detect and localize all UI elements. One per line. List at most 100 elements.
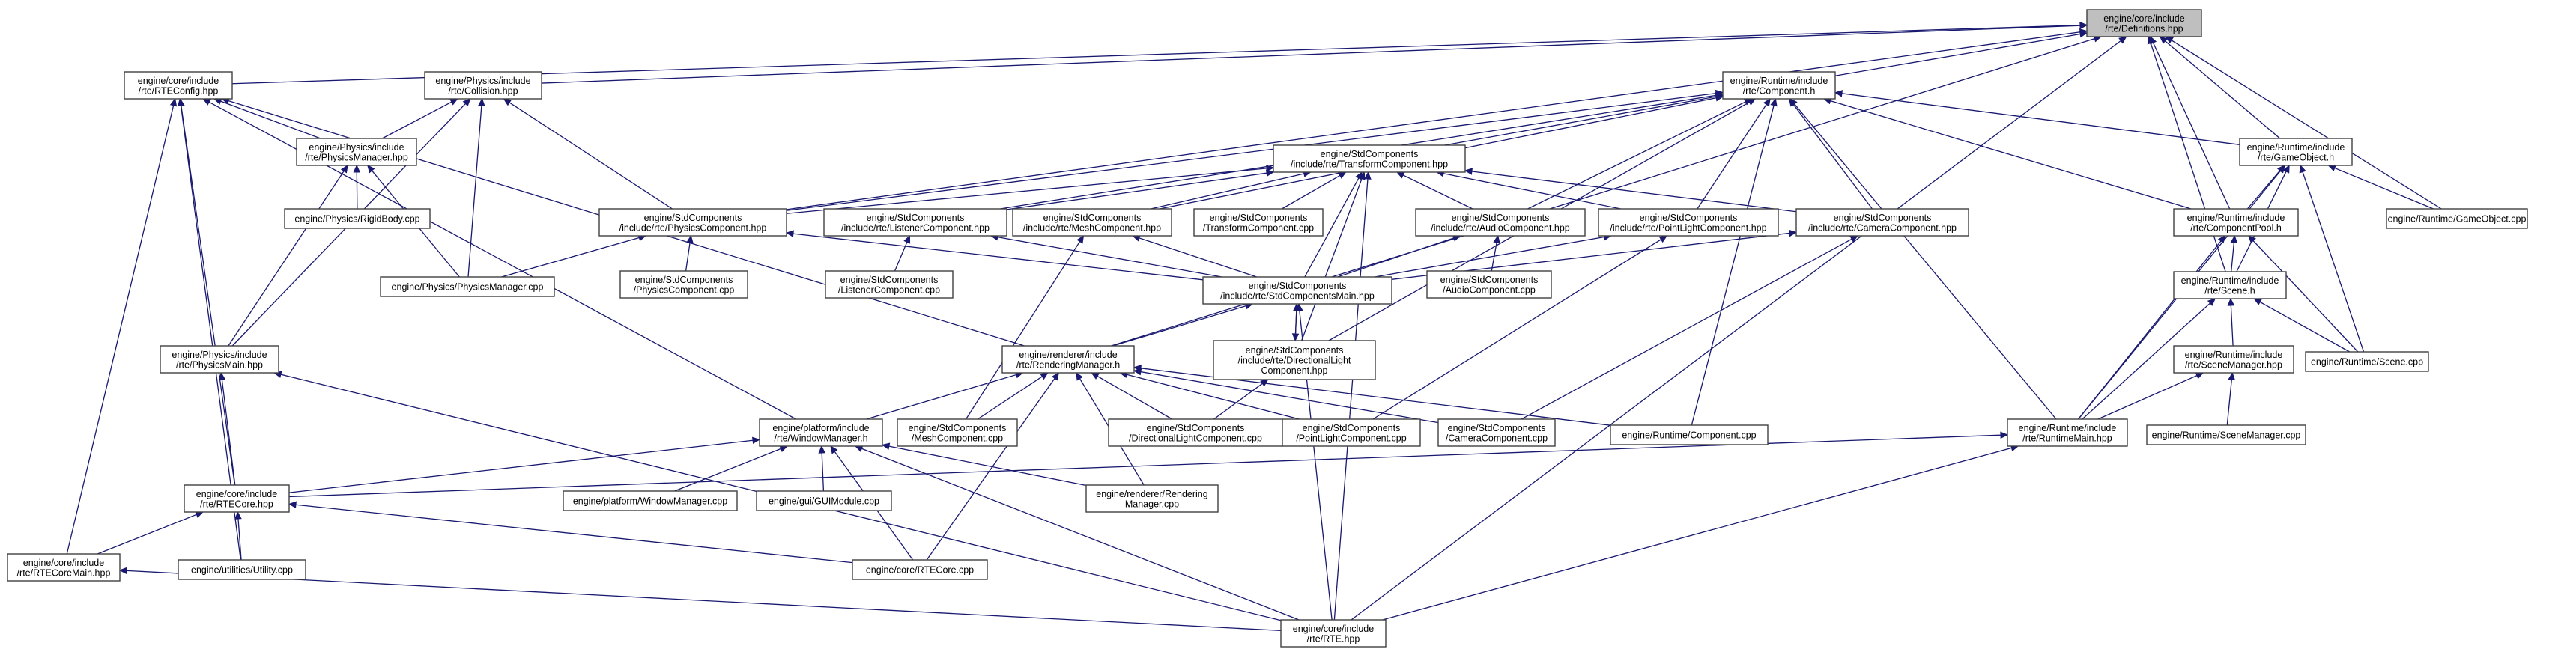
node-box[interactable] bbox=[1001, 345, 1135, 374]
node-box[interactable] bbox=[1722, 71, 1836, 100]
node-physicsmanager_hpp[interactable]: engine/Physics/include/rte/PhysicsManage… bbox=[296, 138, 417, 166]
node-pointlightcomponent_cpp[interactable]: engine/StdComponents/PointLightComponent… bbox=[1282, 418, 1421, 447]
node-meshcomponent_hpp[interactable]: engine/StdComponents/include/rte/MeshCom… bbox=[1012, 208, 1172, 237]
node-gameobject_h[interactable]: engine/Runtime/include/rte/GameObject.h bbox=[2239, 138, 2353, 166]
edge-arrowhead bbox=[367, 165, 375, 174]
node-renderingmanager_cpp[interactable]: engine/renderer/RenderingManager.cpp bbox=[1085, 484, 1219, 513]
node-box[interactable] bbox=[1282, 418, 1421, 447]
node-box[interactable] bbox=[1280, 619, 1387, 648]
node-box[interactable] bbox=[2146, 424, 2306, 445]
node-box[interactable] bbox=[2386, 208, 2528, 229]
node-rteconfig[interactable]: engine/core/include/rte/RTEConfig.hpp bbox=[124, 71, 233, 100]
node-runtimemain_hpp[interactable]: engine/Runtime/include/rte/RuntimeMain.h… bbox=[2007, 418, 2128, 447]
node-transformcomponent_cpp[interactable]: engine/StdComponents/TransformComponent.… bbox=[1193, 208, 1324, 237]
node-cameracomponent_cpp[interactable]: engine/StdComponents/CameraComponent.cpp bbox=[1437, 418, 1556, 447]
node-scene_cpp[interactable]: engine/Runtime/Scene.cpp bbox=[2305, 351, 2429, 372]
node-box[interactable] bbox=[1193, 208, 1324, 237]
node-physicscomponent_cpp[interactable]: engine/StdComponents/PhysicsComponent.cp… bbox=[619, 270, 748, 299]
node-box[interactable] bbox=[2173, 345, 2294, 374]
node-utility_cpp[interactable]: engine/utilities/Utility.cpp bbox=[178, 559, 306, 580]
node-box[interactable] bbox=[2173, 271, 2287, 299]
node-rigidbody_cpp[interactable]: engine/Physics/RigidBody.cpp bbox=[284, 208, 431, 229]
node-box[interactable] bbox=[825, 270, 954, 299]
node-box[interactable] bbox=[759, 418, 883, 447]
node-windowmanager_h[interactable]: engine/platform/include/rte/WindowManage… bbox=[759, 418, 883, 447]
node-box[interactable] bbox=[284, 208, 431, 229]
node-component_h[interactable]: engine/Runtime/include/rte/Component.h bbox=[1722, 71, 1836, 100]
node-componentpool_h[interactable]: engine/Runtime/include/rte/ComponentPool… bbox=[2173, 208, 2299, 237]
node-label-line: /MeshComponent.cpp bbox=[912, 433, 1003, 443]
node-box[interactable] bbox=[184, 484, 290, 513]
node-box[interactable] bbox=[1273, 144, 1466, 173]
node-box[interactable] bbox=[2007, 418, 2128, 447]
edge-arrowhead bbox=[503, 98, 512, 106]
node-definitions[interactable]: engine/core/include/rte/Definitions.hpp bbox=[2086, 9, 2202, 37]
node-box[interactable] bbox=[1108, 418, 1283, 447]
node-gameobject_cpp[interactable]: engine/Runtime/GameObject.cpp bbox=[2386, 208, 2528, 229]
node-scene_h[interactable]: engine/Runtime/include/rte/Scene.h bbox=[2173, 271, 2287, 299]
node-listenercomponent_cpp[interactable]: engine/StdComponents/ListenerComponent.c… bbox=[825, 270, 954, 299]
edge-arrowhead bbox=[1834, 90, 1843, 97]
node-box[interactable] bbox=[2305, 351, 2429, 372]
node-box[interactable] bbox=[2239, 138, 2353, 166]
node-box[interactable] bbox=[380, 276, 555, 297]
node-box[interactable] bbox=[1795, 208, 1969, 237]
node-stdcomponentsmain_hpp[interactable]: engine/StdComponents/include/rte/StdComp… bbox=[1202, 276, 1392, 305]
edge-renderingmanager_h-to-stdcomponentsmain_hpp bbox=[1112, 305, 1246, 347]
edge-meshcomponent_cpp-to-meshcomponent_hpp bbox=[965, 241, 1081, 420]
node-rte_hpp[interactable]: engine/core/include/rte/RTE.hpp bbox=[1280, 619, 1387, 648]
nodes-layer: engine/core/include/rte/Definitions.hpp e… bbox=[7, 9, 2528, 648]
node-directionallight_hpp[interactable]: engine/StdComponents/include/rte/Directi… bbox=[1213, 340, 1376, 380]
edge-scene_cpp-to-componentpool_h bbox=[2252, 240, 2359, 353]
node-box[interactable] bbox=[2086, 9, 2202, 37]
edge-arrowhead bbox=[288, 501, 297, 509]
node-transformcomponent_hpp[interactable]: engine/StdComponents/include/rte/Transfo… bbox=[1273, 144, 1466, 173]
node-box[interactable] bbox=[1610, 424, 1769, 445]
node-rtecore_hpp[interactable]: engine/core/include/rte/RTECore.hpp bbox=[184, 484, 290, 513]
node-box[interactable] bbox=[1598, 208, 1779, 237]
node-scenemanager_cpp[interactable]: engine/Runtime/SceneManager.cpp bbox=[2146, 424, 2306, 445]
node-box[interactable] bbox=[563, 490, 738, 511]
node-box[interactable] bbox=[823, 208, 1007, 237]
node-windowmanager_cpp[interactable]: engine/platform/WindowManager.cpp bbox=[563, 490, 738, 511]
node-box[interactable] bbox=[1437, 418, 1556, 447]
node-box[interactable] bbox=[296, 138, 417, 166]
node-box[interactable] bbox=[1202, 276, 1392, 305]
node-box[interactable] bbox=[1213, 340, 1376, 380]
node-physicscomponent_hpp[interactable]: engine/StdComponents/include/rte/Physics… bbox=[598, 208, 787, 237]
node-box[interactable] bbox=[852, 559, 988, 580]
node-physicsmain_hpp[interactable]: engine/Physics/include/rte/PhysicsMain.h… bbox=[160, 345, 279, 374]
edge-cameracomponent_hpp-to-component_h bbox=[1792, 103, 1873, 210]
node-meshcomponent_cpp[interactable]: engine/StdComponents/MeshComponent.cpp bbox=[897, 418, 1018, 447]
node-renderingmanager_h[interactable]: engine/renderer/include/rte/RenderingMan… bbox=[1001, 345, 1135, 374]
node-box[interactable] bbox=[1012, 208, 1172, 237]
node-box[interactable] bbox=[7, 553, 121, 582]
node-label-line: /CameraComponent.cpp bbox=[1446, 433, 1548, 443]
node-box[interactable] bbox=[619, 270, 748, 299]
node-box[interactable] bbox=[598, 208, 787, 237]
node-box[interactable] bbox=[160, 345, 279, 374]
node-guimodule_cpp[interactable]: engine/gui/GUIModule.cpp bbox=[756, 490, 892, 511]
node-box[interactable] bbox=[1415, 208, 1586, 237]
node-rtecore_cpp[interactable]: engine/core/RTECore.cpp bbox=[852, 559, 988, 580]
node-box[interactable] bbox=[2173, 208, 2299, 237]
node-box[interactable] bbox=[424, 71, 542, 100]
node-box[interactable] bbox=[1085, 484, 1219, 513]
node-box[interactable] bbox=[756, 490, 892, 511]
node-listenercomponent_hpp[interactable]: engine/StdComponents/include/rte/Listene… bbox=[823, 208, 1007, 237]
node-physicsmanager_cpp[interactable]: engine/Physics/PhysicsManager.cpp bbox=[380, 276, 555, 297]
node-box[interactable] bbox=[178, 559, 306, 580]
node-scenemanager_hpp[interactable]: engine/Runtime/include/rte/SceneManager.… bbox=[2173, 345, 2294, 374]
node-rtecoremain_hpp[interactable]: engine/core/include/rte/RTECoreMain.hpp bbox=[7, 553, 121, 582]
node-directionallightcomponent_cpp[interactable]: engine/StdComponents/DirectionalLightCom… bbox=[1108, 418, 1283, 447]
node-box[interactable] bbox=[897, 418, 1018, 447]
node-collision[interactable]: engine/Physics/include/rte/Collision.hpp bbox=[424, 71, 542, 100]
node-audiocomponent_cpp[interactable]: engine/StdComponents/AudioComponent.cpp bbox=[1426, 270, 1552, 299]
node-cameracomponent_hpp[interactable]: engine/StdComponents/include/rte/CameraC… bbox=[1795, 208, 1969, 237]
node-box[interactable] bbox=[124, 71, 233, 100]
node-pointlightcomponent_hpp[interactable]: engine/StdComponents/include/rte/PointLi… bbox=[1598, 208, 1779, 237]
node-audiocomponent_hpp[interactable]: engine/StdComponents/include/rte/AudioCo… bbox=[1415, 208, 1586, 237]
node-component_cpp[interactable]: engine/Runtime/Component.cpp bbox=[1610, 424, 1769, 445]
node-box[interactable] bbox=[1426, 270, 1552, 299]
